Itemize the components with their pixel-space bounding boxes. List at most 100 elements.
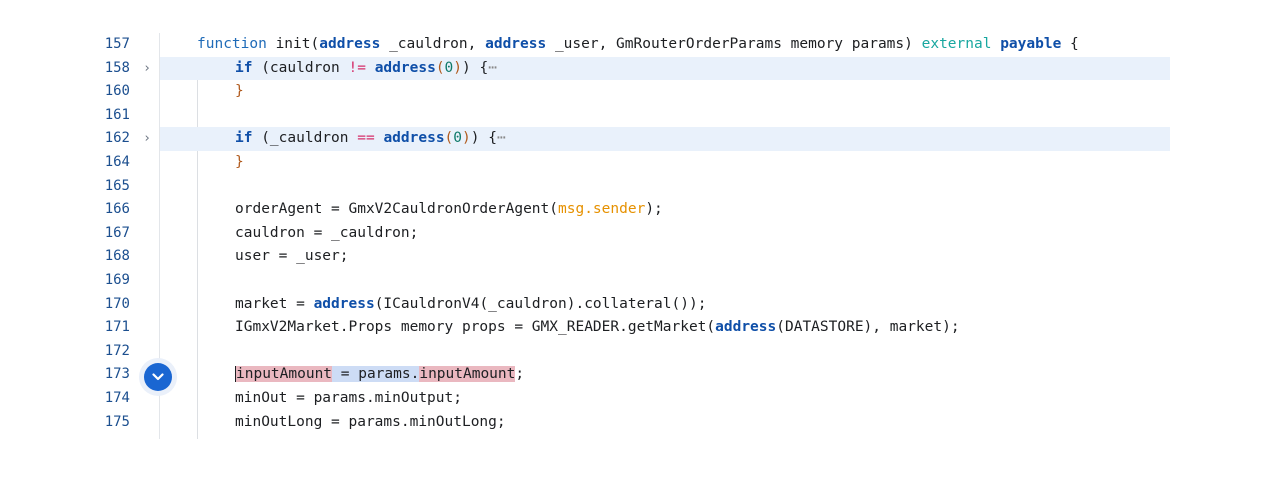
code-token: != bbox=[348, 59, 366, 76]
line-number: 174 bbox=[104, 390, 130, 406]
code-text[interactable]: minOutLong = params.minOutLong; bbox=[235, 411, 506, 435]
code-text[interactable]: inputAmount = params.inputAmount; bbox=[235, 363, 524, 387]
code-token bbox=[991, 36, 1000, 52]
code-text[interactable]: minOut = params.minOutput; bbox=[235, 387, 462, 411]
code-token: cauldron = _cauldron; bbox=[235, 224, 419, 241]
line-number: 157 bbox=[104, 36, 130, 52]
folded-region-highlight bbox=[160, 127, 1170, 151]
code-token: address bbox=[383, 130, 445, 147]
code-token: ; bbox=[515, 366, 525, 383]
code-line[interactable]: 160} bbox=[0, 80, 1280, 104]
code-token: _user, GmRouterOrderParams memory params… bbox=[546, 36, 922, 52]
code-line[interactable]: 173 inputAmount = params.inputAmount; bbox=[0, 363, 1280, 387]
code-text[interactable]: orderAgent = GmxV2CauldronOrderAgent(msg… bbox=[235, 198, 663, 222]
code-token: inputAmount bbox=[235, 366, 333, 383]
code-text[interactable]: function init(address _cauldron, address… bbox=[197, 33, 1079, 57]
code-token: _cauldron, bbox=[380, 36, 486, 52]
code-token: ) { bbox=[470, 130, 497, 147]
code-token: { bbox=[1061, 36, 1079, 52]
code-token: market = bbox=[235, 295, 314, 312]
code-token: ) bbox=[453, 59, 463, 76]
code-token: if bbox=[235, 59, 253, 76]
code-token: minOut = params.minOutput; bbox=[235, 390, 462, 406]
line-number: 167 bbox=[104, 224, 130, 241]
line-number: 171 bbox=[104, 319, 130, 336]
code-line[interactable]: 167 cauldron = _cauldron; bbox=[0, 222, 1280, 246]
code-token: ); bbox=[645, 201, 663, 218]
code-line[interactable]: 174 minOut = params.minOutput; bbox=[0, 387, 1280, 411]
code-token: ) { bbox=[462, 59, 489, 76]
code-token: = params. bbox=[332, 366, 420, 383]
code-token: if bbox=[235, 130, 253, 147]
code-line[interactable]: 168 user = _user; bbox=[0, 245, 1280, 269]
code-token: address bbox=[374, 59, 436, 76]
code-token: 0 bbox=[453, 130, 463, 147]
code-token: address bbox=[715, 319, 777, 336]
code-line[interactable]: 175 minOutLong = params.minOutLong; bbox=[0, 411, 1280, 435]
code-line[interactable]: 162 › if (_cauldron == address(0)) {⋯ bbox=[0, 127, 1280, 151]
code-token: address bbox=[319, 36, 381, 52]
code-token: 0 bbox=[444, 59, 454, 76]
chevron-down-icon bbox=[152, 373, 164, 381]
code-text[interactable]: if (_cauldron == address(0)) {⋯ bbox=[235, 127, 506, 151]
code-text[interactable]: market = address(ICauldronV4(_cauldron).… bbox=[235, 293, 706, 317]
code-token: ) bbox=[462, 130, 471, 147]
code-token: address bbox=[485, 36, 547, 52]
line-number: 173 bbox=[104, 366, 130, 383]
code-token: address bbox=[313, 295, 375, 312]
code-line[interactable]: 164} bbox=[0, 151, 1280, 175]
code-token: minOutLong = params.minOutLong; bbox=[235, 413, 506, 430]
code-token: inputAmount bbox=[419, 366, 516, 383]
code-token: init( bbox=[266, 36, 320, 52]
code-token: external bbox=[921, 36, 992, 52]
code-token: ⋯ bbox=[488, 59, 497, 76]
code-token: IGmxV2Market.Props memory props = GMX_RE… bbox=[235, 319, 716, 336]
code-line[interactable]: 165 bbox=[0, 175, 1280, 199]
breakpoint-marker[interactable] bbox=[144, 363, 172, 391]
code-token: } bbox=[235, 83, 244, 100]
code-line[interactable]: 161 bbox=[0, 104, 1280, 128]
code-text[interactable]: } bbox=[235, 151, 244, 175]
code-text[interactable]: if (cauldron != address(0)) {⋯ bbox=[235, 57, 497, 81]
code-line[interactable]: 172 bbox=[0, 340, 1280, 364]
gutter-border bbox=[159, 33, 160, 439]
code-text[interactable]: user = _user; bbox=[235, 245, 349, 269]
code-token: == bbox=[357, 130, 375, 147]
code-token: user = _user; bbox=[235, 248, 349, 265]
code-text[interactable]: cauldron = _cauldron; bbox=[235, 222, 418, 246]
code-token: payable bbox=[1000, 36, 1062, 52]
line-number: 175 bbox=[104, 413, 130, 430]
fold-chevron-icon[interactable]: › bbox=[143, 131, 151, 147]
line-number: 161 bbox=[104, 106, 130, 123]
line-number: 172 bbox=[104, 342, 130, 359]
line-number: 168 bbox=[104, 248, 130, 265]
line-number: 160 bbox=[104, 83, 130, 100]
line-number: 170 bbox=[104, 295, 130, 312]
line-number: 169 bbox=[104, 272, 130, 288]
code-line[interactable]: 170 market = address(ICauldronV4(_cauldro… bbox=[0, 293, 1280, 317]
code-token: (cauldron bbox=[252, 59, 349, 76]
code-token: ( bbox=[444, 130, 454, 147]
code-token: (_cauldron bbox=[252, 130, 358, 147]
code-token: function bbox=[197, 36, 267, 52]
fold-chevron-icon[interactable]: › bbox=[143, 60, 151, 76]
code-token: ( bbox=[435, 59, 445, 76]
code-token: ⋯ bbox=[496, 130, 506, 147]
code-text[interactable]: } bbox=[235, 80, 244, 104]
folded-region-highlight bbox=[160, 56, 1170, 81]
code-line[interactable]: 166 orderAgent = GmxV2CauldronOrderAgent(… bbox=[0, 198, 1280, 222]
code-token: orderAgent = GmxV2CauldronOrderAgent( bbox=[235, 201, 559, 218]
code-text[interactable]: IGmxV2Market.Props memory props = GMX_RE… bbox=[235, 316, 960, 340]
line-number: 158 bbox=[104, 59, 130, 76]
line-number: 162 bbox=[104, 130, 130, 147]
code-line[interactable]: 171 IGmxV2Market.Props memory props = GMX… bbox=[0, 316, 1280, 340]
code-token bbox=[366, 60, 375, 76]
code-line[interactable]: 158 › if (cauldron != address(0)) {⋯ bbox=[0, 56, 1280, 81]
code-line[interactable]: 169 bbox=[0, 269, 1280, 293]
indent-guide bbox=[197, 57, 198, 439]
code-token: } bbox=[235, 154, 244, 170]
line-number: 166 bbox=[104, 201, 130, 218]
code-token: msg.sender bbox=[558, 201, 646, 218]
